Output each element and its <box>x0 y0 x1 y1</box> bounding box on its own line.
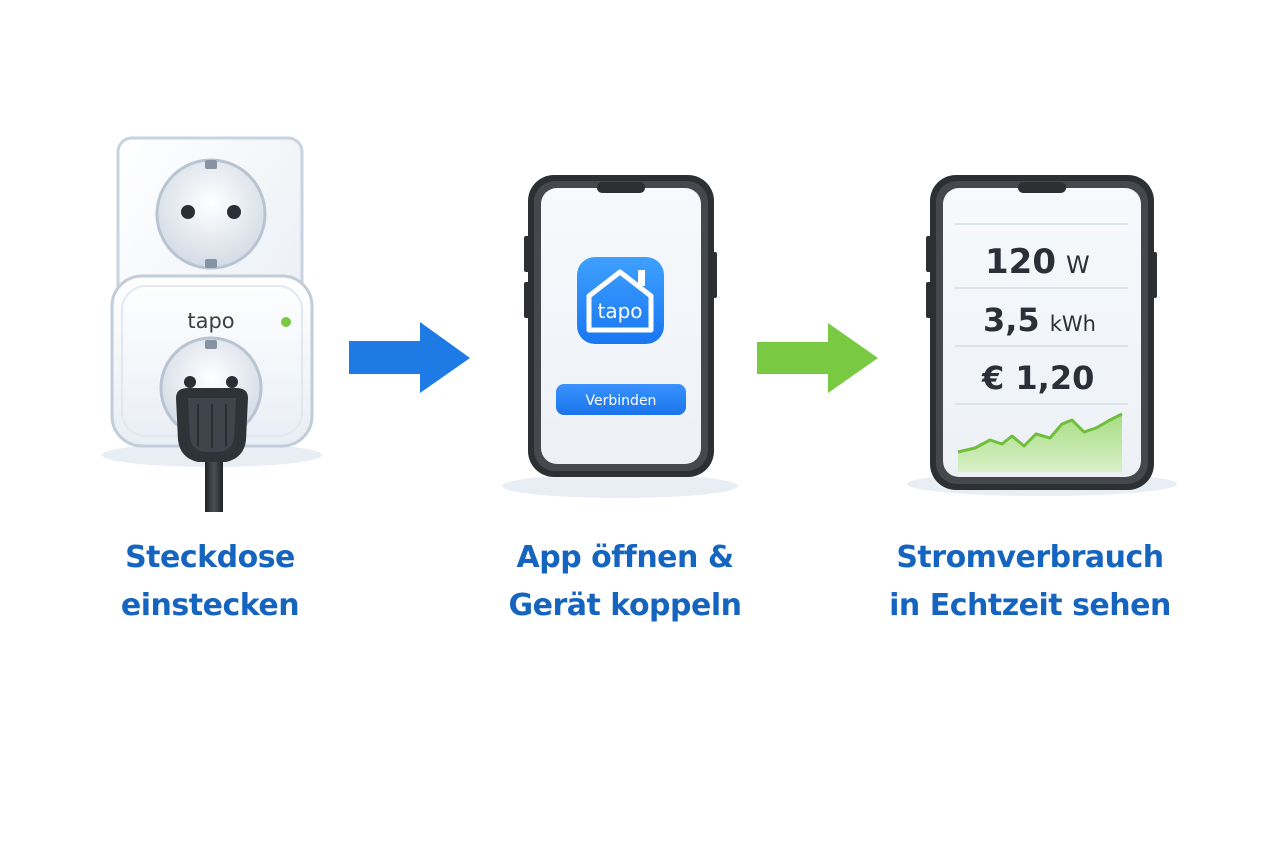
smart-plug-illustration: tapo <box>102 136 322 512</box>
caption-line: in Echtzeit sehen <box>889 588 1171 623</box>
step-2-caption: App öffnen & Gerät koppeln <box>480 534 770 630</box>
caption-line: Gerät koppeln <box>508 588 743 623</box>
status-led-icon <box>281 317 291 327</box>
arrow-right-icon <box>757 323 878 393</box>
arrow-right-icon <box>349 322 470 393</box>
wall-socket-icon <box>155 158 267 270</box>
caption-line: einstecken <box>120 588 300 623</box>
caption-line: Stromverbrauch <box>896 540 1164 575</box>
tapo-app-icon: tapo <box>577 257 664 344</box>
app-icon-label: tapo <box>597 299 642 323</box>
step-1-caption: Steckdose einstecken <box>90 534 330 630</box>
cost-reading: € 1,20 <box>981 359 1094 397</box>
caption-line: App öffnen & <box>516 540 735 575</box>
connect-button[interactable]: Verbinden <box>556 384 686 415</box>
connect-button-label: Verbinden <box>586 393 657 409</box>
brand-label: tapo <box>187 309 234 333</box>
phone-app-illustration: tapo Verbinden <box>502 175 738 498</box>
step-3-caption: Stromverbrauch in Echtzeit sehen <box>880 534 1180 630</box>
caption-line: Steckdose <box>125 540 295 575</box>
power-cable-icon <box>176 388 248 512</box>
line-chart-icon <box>957 412 1123 472</box>
